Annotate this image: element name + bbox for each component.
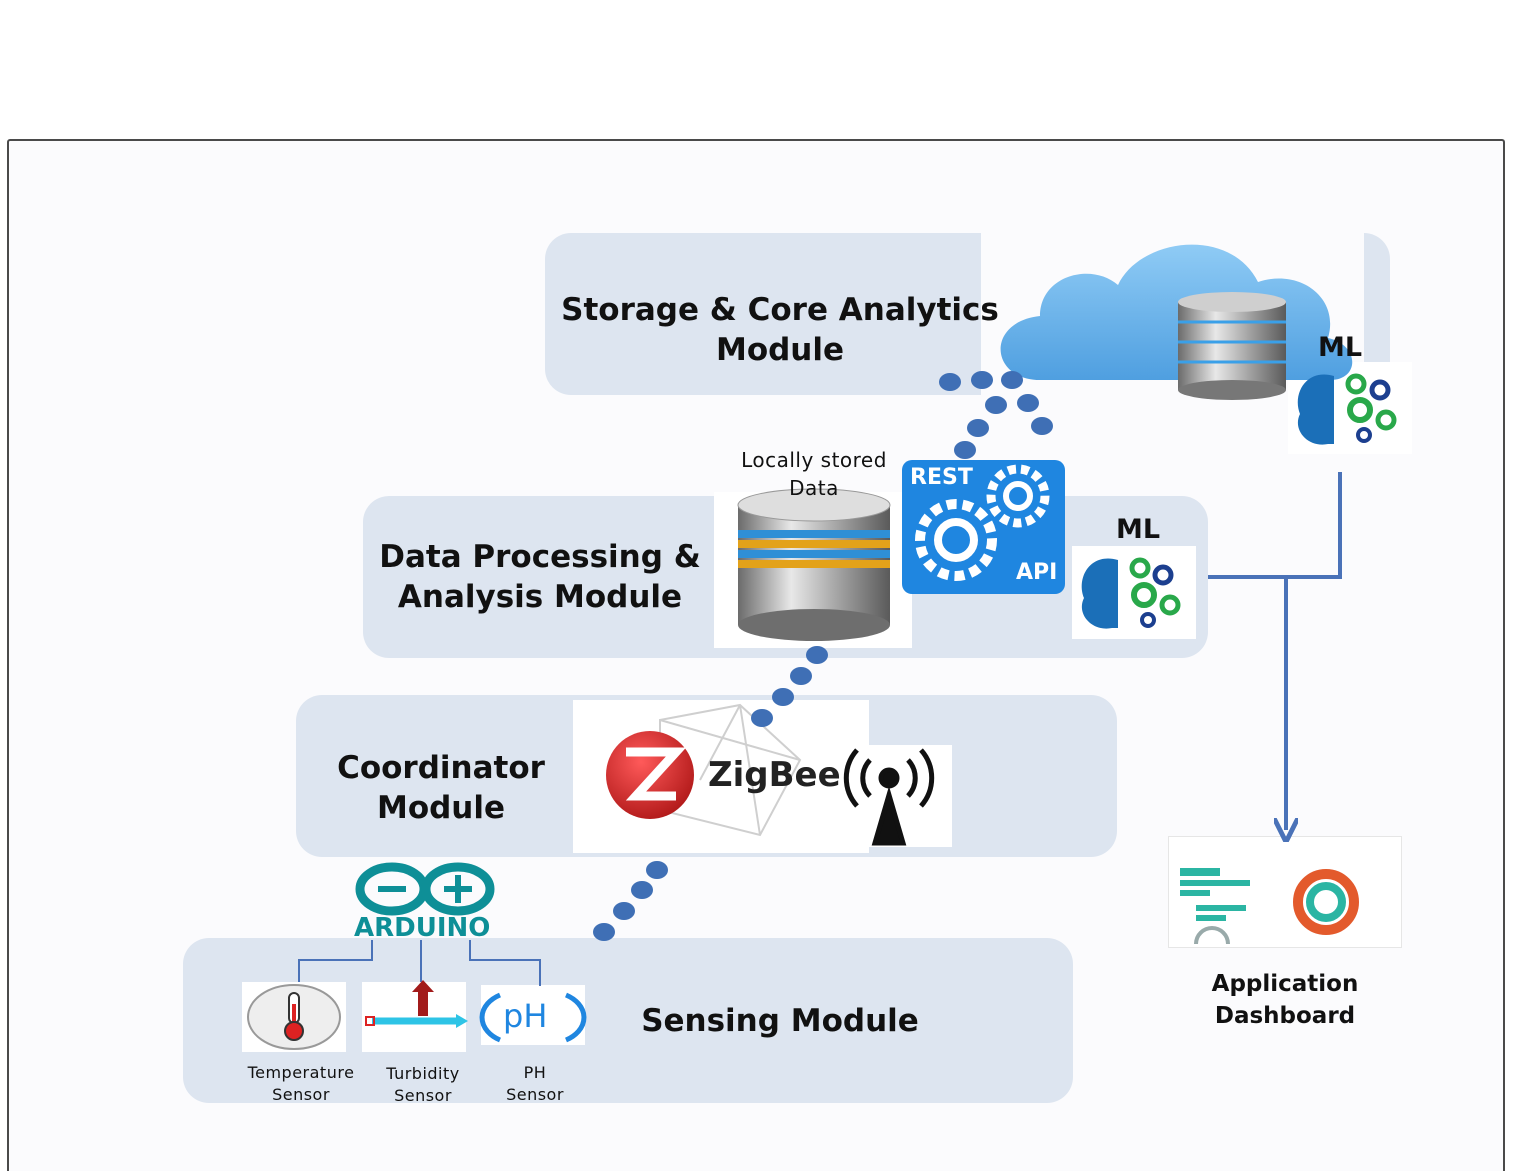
data-flow-dots [593, 371, 1053, 941]
arduino-logo-icon [355, 862, 495, 916]
arduino-label: ARDUINO [354, 913, 491, 943]
ml-local-label: ML [1116, 514, 1161, 545]
ph-sensor-label: PH Sensor [506, 1063, 564, 1104]
ph-symbol-label: pH [503, 997, 548, 1035]
dashboard-thumbnail-icon [1180, 868, 1359, 945]
cloud-storage-icon [1000, 244, 1353, 400]
ml-cloud-label: ML [1318, 332, 1363, 363]
local-data-label: Locally stored Data [741, 448, 887, 500]
rest-api-icon [902, 460, 1065, 594]
sensing-module-label: Sensing Module [641, 1003, 919, 1039]
zigbee-logo-icon [606, 703, 802, 837]
sensor-connectors [298, 940, 541, 986]
wireless-antenna-icon [843, 748, 935, 846]
storage-module-label: Storage & Core Analytics Module [561, 292, 999, 368]
turbidity-tile [362, 982, 466, 1052]
rest-label: REST [910, 465, 973, 490]
turbidity-sensor-label: Turbidity Sensor [386, 1064, 460, 1105]
ph-icon [479, 992, 587, 1043]
turbidity-icon [365, 980, 468, 1028]
local-database-icon [737, 488, 891, 641]
ml-cloud-brain-icon [1297, 373, 1397, 445]
dashboard-label: Application Dashboard [1211, 971, 1359, 1029]
zigbee-label: ZigBee [708, 755, 841, 795]
processing-module-label: Data Processing & Analysis Module [379, 539, 701, 615]
thermometer-icon [247, 984, 341, 1050]
api-label: API [1016, 560, 1058, 585]
ml-local-brain-icon [1081, 557, 1181, 629]
dashboard-arrows [1208, 472, 1342, 830]
coordinator-module-label: Coordinator Module [337, 750, 545, 826]
temperature-sensor-label: Temperature Sensor [247, 1063, 355, 1104]
